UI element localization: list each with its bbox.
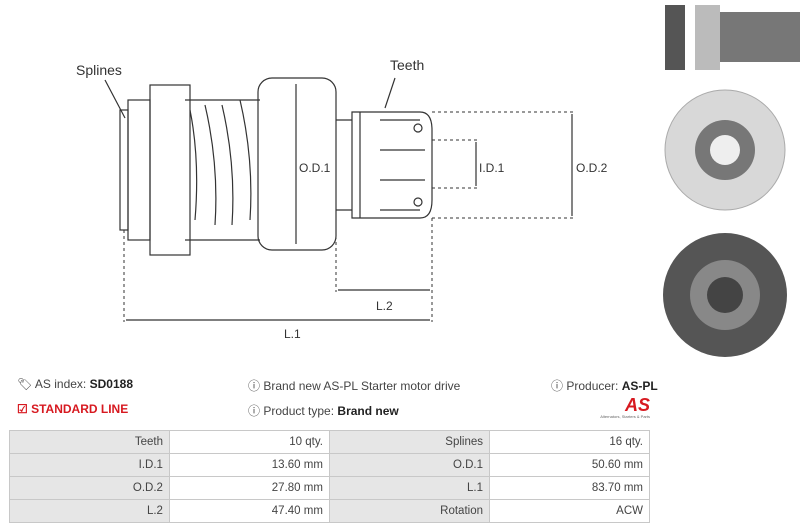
spec-value: 10 qty. [168,430,330,454]
od1-label: O.D.1 [299,161,331,175]
teeth-label: Teeth [390,57,424,73]
as-index: 🏷 AS index: SD0188 [17,377,133,391]
spec-value: 50.60 mm [489,453,650,477]
info-icon: ⓘ [248,404,261,418]
spec-label: I.D.1 [9,453,170,477]
splines-end [119,109,129,231]
tag-icon: 🏷 [17,377,33,391]
description: ⓘ Brand new AS-PL Starter motor drive [248,379,461,393]
info-icon: ⓘ [248,379,261,393]
spec-label: Splines [328,430,491,454]
id1-label: I.D.1 [479,161,505,175]
technical-drawing: Splines Teeth O.D.1 I.D.1 O.D.2 L.2 L.1 [76,57,608,341]
splines-label: Splines [76,62,122,78]
od2-label: O.D.2 [576,161,608,175]
spec-value: ACW [489,499,650,523]
producer: ⓘ Producer: AS-PL [551,379,658,393]
spec-label: L.1 [328,476,491,500]
l1-label: L.1 [284,327,301,341]
od1-body [257,77,337,251]
spec-label: O.D.2 [9,476,170,500]
spec-label: L.2 [9,499,170,523]
info-icon: ⓘ [551,379,564,393]
spec-label: Rotation [328,499,491,523]
product-photos [663,5,800,357]
checkbox-icon: ☑ [17,402,28,416]
standard-line: ☑ STANDARD LINE [17,402,129,416]
spec-label: Teeth [9,430,170,454]
product-type: ⓘ Product type: Brand new [248,404,399,418]
spec-value: 83.70 mm [489,476,650,500]
spec-value: 13.60 mm [168,453,330,477]
spec-value: 16 qty. [489,430,650,454]
as-logo: AS Alternators, Starters & Parts [600,395,650,419]
pinion [351,111,433,219]
l2-label: L.2 [376,299,393,313]
spec-value: 27.80 mm [168,476,330,500]
spec-label: O.D.1 [328,453,491,477]
spec-value: 47.40 mm [168,499,330,523]
